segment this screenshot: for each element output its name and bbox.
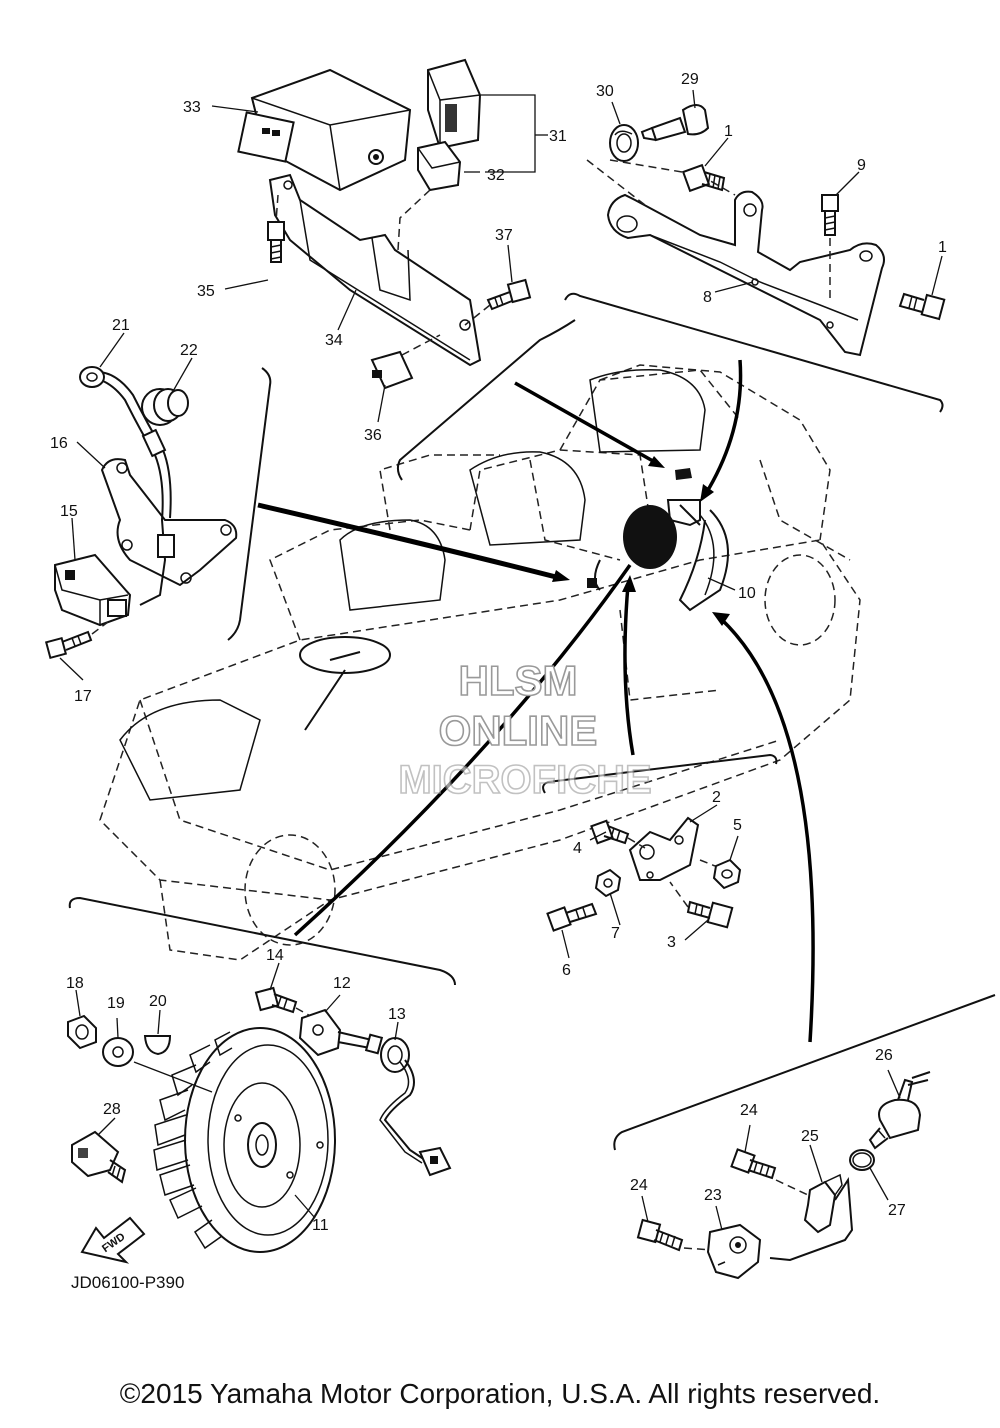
callout-17: 17: [74, 688, 92, 705]
callout-4: 4: [573, 840, 582, 857]
callout-22: 22: [180, 342, 198, 359]
callout-31: 31: [549, 128, 567, 145]
callout-13: 13: [388, 1006, 406, 1023]
callout-34: 34: [325, 332, 343, 349]
flywheel-magneto-assembly: [67, 986, 452, 1253]
copyright-notice: ©2015 Yamaha Motor Corporation, U.S.A. A…: [119, 1378, 881, 1409]
watermark-line-1: HLSM: [459, 657, 578, 704]
callout-10: 10: [738, 585, 756, 602]
callout-23: 23: [704, 1187, 722, 1204]
callout-2: 2: [712, 789, 721, 806]
callout-14: 14: [266, 947, 284, 964]
callout-36: 36: [364, 427, 382, 444]
section-dividers: [68, 292, 996, 1151]
callout-32: 32: [487, 167, 505, 184]
callout-11: 11: [312, 1217, 329, 1234]
callout-3: 3: [667, 934, 676, 951]
callout-7: 7: [611, 925, 620, 942]
callout-18: 18: [66, 975, 84, 992]
pulser-bracket-assembly: [546, 816, 742, 932]
watermark-line-2: ONLINE: [439, 707, 598, 754]
golf-cart-outline: [99, 364, 861, 961]
callout-12: 12: [333, 975, 351, 992]
callout-5: 5: [733, 817, 742, 834]
watermark-line-3: MICROFICHE: [398, 758, 651, 802]
callout-arrows: [257, 359, 815, 1043]
callout-33: 33: [183, 99, 201, 116]
watermark: HLSM ONLINE MICROFICHE: [398, 656, 653, 803]
mount-bracket-assembly: [586, 104, 946, 357]
callout-25: 25: [801, 1128, 819, 1145]
callout-6: 6: [562, 962, 571, 979]
callout-numbers: 33 31 32 35 34 36 37 30 29 1 9 1 8 10 21…: [50, 71, 947, 1234]
callout-26: 26: [875, 1047, 893, 1064]
callout-24-upper: 24: [740, 1102, 758, 1119]
callout-29: 29: [681, 71, 699, 88]
ignition-coil-assembly: [44, 366, 238, 660]
callout-30: 30: [596, 83, 614, 100]
callout-21: 21: [112, 317, 130, 334]
callout-8: 8: [703, 289, 712, 306]
callout-28: 28: [103, 1101, 121, 1118]
leader-lines: [59, 89, 943, 1231]
callout-20: 20: [149, 993, 167, 1010]
callout-24-lower: 24: [630, 1177, 648, 1194]
callout-19: 19: [107, 995, 125, 1012]
fwd-arrow: FWD: [80, 1216, 146, 1264]
callout-1-upper: 1: [724, 123, 733, 140]
callout-16: 16: [50, 435, 68, 452]
throttle-sensor-assembly: [636, 1071, 931, 1280]
callout-35: 35: [197, 283, 215, 300]
ecu-assembly: [237, 58, 532, 390]
engine-assembly: [587, 468, 729, 612]
callout-37: 37: [495, 227, 513, 244]
callout-27: 27: [888, 1202, 906, 1219]
callout-15: 15: [60, 503, 78, 520]
diagram-code: JD06100-P390: [71, 1273, 184, 1292]
callout-1-right: 1: [938, 239, 947, 256]
callout-9: 9: [857, 157, 866, 174]
